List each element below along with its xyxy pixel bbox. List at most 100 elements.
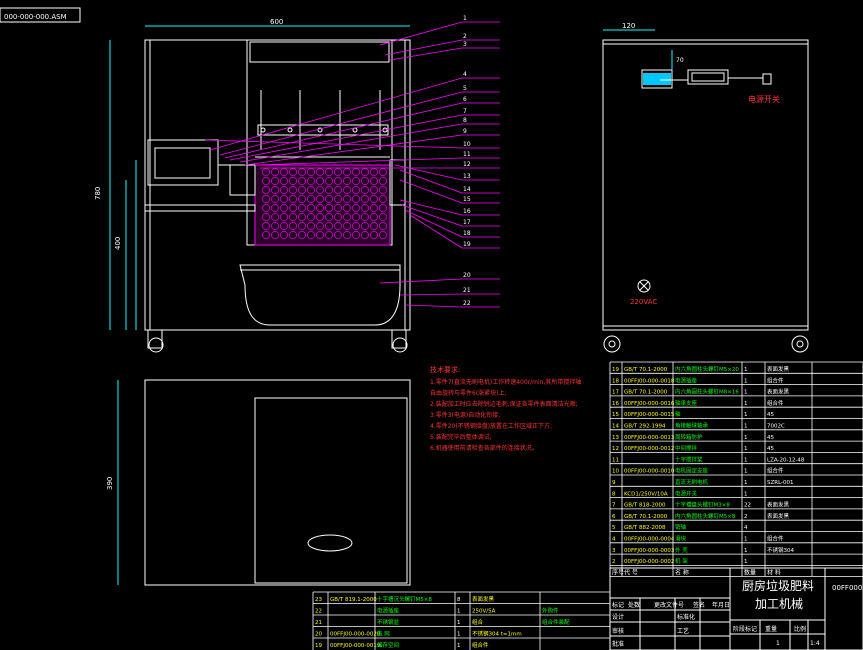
callout-number: 16 [463, 208, 471, 215]
tb-scale-value: 1:4 [810, 640, 820, 647]
bom-right-cell: 十字搅拌桨 [675, 455, 703, 463]
bom-right-cell: 00FFJ00-000-0015 [624, 412, 675, 418]
bom-header-cell: 序号 [612, 568, 624, 576]
tb-standardize: 标准化 [677, 613, 695, 621]
product-name-1: 厨房垃圾肥料 [742, 578, 814, 593]
callout-leader [204, 139, 463, 149]
bom-right-cell: 8 [612, 491, 616, 497]
bom-right-cell: 4 [744, 525, 748, 531]
bom-bottom-cell: 1 [457, 643, 461, 649]
bom-right-cell: 1 [744, 412, 748, 418]
bom-right-cell: 内六角圆柱头螺钉M5×8 [675, 512, 736, 520]
callout-leader [209, 77, 463, 151]
top-drain-hole [307, 534, 353, 552]
bom-right-cell: 组合件 [767, 376, 784, 384]
tech-line: 4.零件20(不锈钢接盘)放置在工作区域正下方; [430, 422, 552, 430]
bom-bottom-cell: 表面发黑 [472, 595, 495, 603]
bom-bottom-cell: 1 [457, 609, 461, 615]
bom-bottom-cell: 23 [315, 597, 322, 603]
dim-depth: 390 [106, 477, 114, 490]
bom-right-cell: 电机固定支座 [675, 467, 709, 475]
bom-right-cell: 表面发黑 [767, 365, 790, 373]
callout-number: 11 [463, 151, 471, 158]
bom-right-cell: 滑块 [675, 535, 687, 543]
bom-right-cell: 18 [612, 378, 619, 384]
tech-line: 2.装配加工时应去除锐边毛刺,保证各零件表面清洁光顺; [430, 400, 578, 408]
bom-right-cell: 不锈钢304 [767, 546, 794, 554]
callout-number: 2 [463, 33, 467, 40]
bom-bottom-cell: 储存空间 [377, 641, 399, 649]
bom-bottom-cell: 十字槽沉头螺钉M5×8 [377, 595, 432, 603]
callout-number: 6 [463, 96, 467, 103]
bom-right-cell: 1 [744, 469, 748, 475]
callout-leader [399, 199, 463, 216]
bom-right-cell: 45 [767, 446, 774, 452]
bom-right-cell: 电源开关 [675, 489, 698, 497]
bom-right-cell: 00FFJ00-000-0013 [624, 435, 675, 441]
callout-leader [404, 304, 463, 308]
tb-scale: 比例 [794, 625, 806, 633]
bom-bottom-cell: 组合件 [472, 641, 489, 649]
bom-right-cell: 11 [612, 457, 619, 463]
bom-right-cell: 销轴 [675, 523, 687, 531]
frame-rail [144, 204, 256, 212]
bom-right-cell: 表面发黑 [767, 512, 790, 520]
bom-right-cell: 19 [612, 367, 619, 373]
bom-right-cell: GB/T 292-1994 [624, 424, 666, 430]
bom-right-cell: 00FFJ00-000-0010 [624, 469, 675, 475]
callout-leader [219, 91, 463, 156]
bom-bottom-cell: 250V/5A [472, 609, 496, 615]
bom-right-cell: 45 [767, 412, 774, 418]
side-view: 电源开关 220VAC 120 70 [602, 22, 809, 353]
tb-designer: 设计 [612, 613, 624, 621]
callout-number: 1 [463, 15, 467, 22]
bom-bottom-cell: 00FFJ00-000-0019 [330, 643, 381, 649]
callout-leader [379, 278, 463, 284]
bom-bottom-cell: 电源插座 [377, 607, 400, 615]
bom-right-cell: 14 [612, 424, 619, 430]
bom-right-cell: 16 [612, 401, 619, 407]
side-housing [602, 39, 809, 331]
callout-number: 10 [463, 141, 471, 148]
bom-bottom-cell: 拖 网 [377, 630, 390, 638]
hatched-storage [254, 164, 391, 246]
dim-height: 780 [94, 187, 102, 200]
bom-right-cell: 轴承支座 [675, 399, 698, 407]
tb-signature: 签名 [693, 601, 705, 609]
callout-leader [399, 293, 463, 296]
bom-right-cell: 00FFJ00-000-0003 [624, 548, 675, 554]
bom-right-cell: 1 [744, 559, 748, 565]
tech-line: 3.零件3(电源)自动化衔接; [430, 411, 500, 419]
callout-number: 17 [463, 219, 471, 226]
dim-width: 600 [270, 18, 283, 26]
bom-right-cell: 直流无刷电机 [675, 478, 709, 486]
callout-leader [399, 179, 463, 204]
bom-right-cell: 1 [744, 491, 748, 497]
bom-right-cell: 组合件 [767, 399, 784, 407]
callout-leader [394, 164, 463, 181]
front-right-wheel [392, 337, 408, 353]
bom-bottom-cell: 8 [457, 597, 461, 603]
drawing-no: 00FF000 [832, 584, 862, 592]
bom-right-cell: 6 [612, 514, 616, 520]
bom-bottom-cell: 21 [315, 620, 322, 626]
bom-right-cell: 外 壳 [675, 546, 688, 554]
dim-side-top: 120 [622, 22, 635, 30]
tech-title: 技术要求: [430, 365, 460, 374]
bom-bottom-cell: 1 [457, 632, 461, 638]
control-panel [643, 73, 671, 85]
bom-right-cell: 内六角圆柱头螺钉M5×20 [675, 365, 739, 373]
bom-right-cell: 45 [767, 435, 774, 441]
bom-right-cell: 22 [744, 503, 751, 509]
side-left-wheel [603, 335, 621, 353]
tb-mark: 标记 [612, 601, 624, 609]
bom-bottom-cell: 组合件装配 [542, 618, 570, 626]
tech-line: 5.装配完毕后整体调试; [430, 433, 492, 441]
bom-right-cell: GB/T 882-2008 [624, 525, 666, 531]
bom-header-cell: 名 称 [675, 568, 689, 576]
bom-right-cell: 13 [612, 435, 619, 441]
callout-leader [254, 157, 463, 166]
bom-right-cell: 轴 [675, 410, 681, 418]
